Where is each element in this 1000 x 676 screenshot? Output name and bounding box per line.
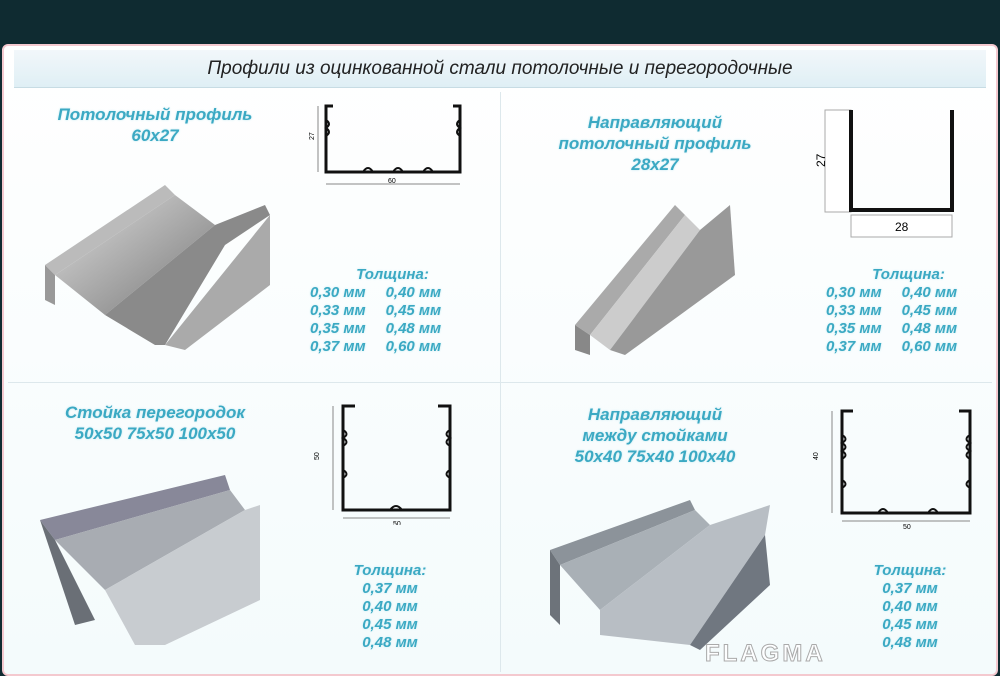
thickness-value: 0,37 мм [310, 338, 366, 355]
thickness-value: 0,40 мм [901, 284, 958, 301]
ceiling-profile-photo [45, 185, 270, 350]
name-line: потолочный профиль [558, 134, 752, 153]
thickness-label: Толщина: [872, 266, 945, 283]
thickness-value: 0,33 мм [826, 302, 882, 319]
thickness-value: 0,45 мм [901, 302, 958, 319]
thickness-label: Толщина: [873, 562, 947, 579]
name-line: Стойка перегородок [65, 403, 245, 422]
name-line: между стойками [582, 426, 728, 445]
thickness-value: 0,48 мм [901, 320, 958, 337]
height-dimension: 50 [314, 452, 321, 460]
thickness-value: 0,35 мм [310, 320, 366, 337]
name-line: 50x50 75x50 100x50 [74, 424, 236, 443]
name-line: 60x27 [131, 126, 179, 145]
width-dimension: 50 [393, 521, 401, 525]
width-dimension: 60 [388, 178, 396, 185]
divider [8, 382, 992, 383]
profile-name-ceiling-guide: Направляющий потолочный профиль 28x27 [530, 112, 780, 175]
name-line: 28x27 [631, 155, 679, 174]
thickness-value: 0,40 мм [385, 284, 442, 301]
ceiling-guide-photo [575, 205, 735, 355]
page-title: Профили из оцинкованной стали потолочные… [14, 50, 986, 88]
thickness-value: 0,37 мм [826, 338, 882, 355]
thickness-value: 0,60 мм [385, 338, 442, 355]
thickness-value: 0,37 мм [882, 580, 938, 597]
track-profile-diagram: 40 50 [813, 409, 973, 530]
thickness-label: Толщина: [353, 562, 427, 579]
thickness-value: 0,45 мм [362, 616, 418, 633]
stud-profile-diagram: 50 50 [314, 404, 453, 525]
thickness-value: 0,40 мм [882, 598, 938, 615]
thickness-value: 0,45 мм [882, 616, 938, 633]
thickness-value: 0,37 мм [362, 580, 418, 597]
profile-name-stud: Стойка перегородок 50x50 75x50 100x50 [20, 402, 290, 444]
width-dimension: 28 [895, 220, 909, 234]
thickness-value: 0,33 мм [310, 302, 366, 319]
name-line: Направляющий [587, 113, 723, 132]
thickness-value: 0,48 мм [882, 634, 938, 651]
name-line: Направляющий [587, 405, 723, 424]
height-dimension: 40 [813, 452, 820, 460]
thickness-value: 0,30 мм [310, 284, 366, 301]
name-line: 50x40 75x40 100x40 [574, 447, 736, 466]
profile-name-ceiling: Потолочный профиль 60x27 [30, 104, 280, 146]
thickness-value: 0,30 мм [826, 284, 882, 301]
ceiling-guide-diagram: 27 28 [815, 109, 954, 238]
name-line: Потолочный профиль [57, 105, 253, 124]
thickness-value: 0,35 мм [826, 320, 882, 337]
track-profile-photo [550, 500, 770, 650]
thickness-value: 0,45 мм [385, 302, 442, 319]
width-dimension: 50 [903, 524, 911, 530]
thickness-value: 0,48 мм [362, 634, 418, 651]
watermark: FLAGMA [705, 640, 826, 668]
thickness-value: 0,60 мм [901, 338, 958, 355]
ceiling-profile-diagram: 27 60 [309, 104, 462, 185]
thickness-value: 0,40 мм [362, 598, 418, 615]
thickness-label: Толщина: [356, 266, 429, 283]
thickness-value: 0,48 мм [385, 320, 442, 337]
height-dimension: 27 [815, 153, 828, 167]
height-dimension: 27 [309, 132, 316, 140]
stud-profile-photo [40, 475, 260, 645]
profile-name-track: Направляющий между стойками 50x40 75x40 10… [530, 404, 780, 467]
